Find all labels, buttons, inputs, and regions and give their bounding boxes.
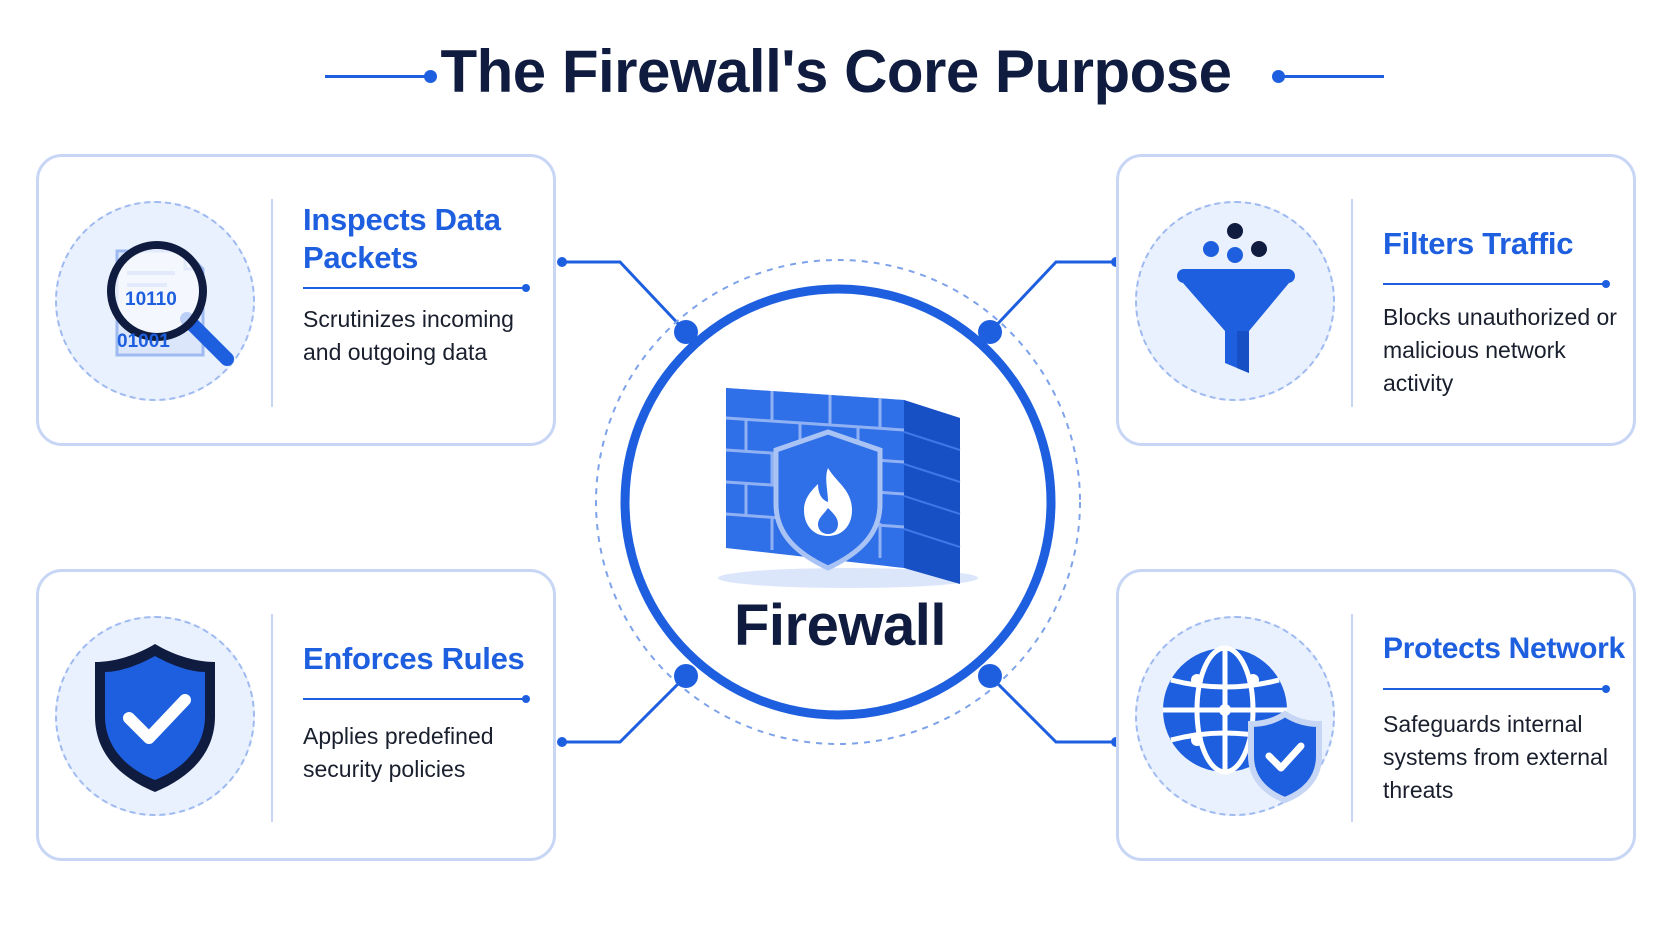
card-protects-network: Protects Network Safeguards internal sys… (1116, 569, 1636, 861)
card-description: Applies predefined security policies (303, 723, 494, 782)
hub-label: Firewall (734, 593, 946, 658)
card-heading: Inspects Data Packets (303, 202, 501, 275)
title-line-right (1284, 75, 1384, 78)
connector-inspects (562, 260, 688, 334)
icon-circle (1135, 616, 1335, 816)
binary-text-bottom: 01001 (117, 331, 170, 352)
card-heading: Enforces Rules (303, 641, 525, 676)
connector-protects (988, 674, 1116, 744)
shield-check-icon (95, 644, 215, 792)
icon-circle (1135, 201, 1335, 401)
heading-underline (1383, 283, 1605, 285)
card-description: Scrutinizes incoming and outgoing data (303, 306, 514, 365)
binary-text-top: 10110 (125, 289, 177, 310)
card-divider (1351, 614, 1353, 822)
icon-circle: 10110 01001 (55, 201, 255, 401)
heading-underline-dot (1602, 280, 1610, 288)
globe-shield-icon (1163, 645, 1322, 804)
heading-underline (1383, 688, 1605, 690)
card-inspects-data-packets: 10110 01001 Inspects Data Packets Scruti… (36, 154, 556, 446)
magnifier-binary-document-icon: 10110 01001 (107, 241, 234, 366)
brick-wall-shield-flame-icon (718, 388, 978, 588)
heading-underline-dot (522, 284, 530, 292)
card-divider (271, 614, 273, 822)
connector-lines (562, 260, 1116, 744)
card-divider (1351, 199, 1353, 407)
card-filters-traffic: Filters Traffic Blocks unauthorized or m… (1116, 154, 1636, 446)
title-line-left (325, 75, 425, 78)
connector-filters (988, 260, 1116, 334)
icon-circle (55, 616, 255, 816)
hub-outer-dashed-ring (595, 259, 1081, 745)
card-enforces-rules: Enforces Rules Applies predefined securi… (36, 569, 556, 861)
card-description: Blocks unauthorized or malicious network… (1383, 304, 1617, 396)
title-dot-right (1272, 70, 1285, 83)
heading-underline (303, 698, 525, 700)
title-dot-left (424, 70, 437, 83)
connector-enforces (562, 674, 688, 744)
card-description: Safeguards internal systems from externa… (1383, 711, 1608, 803)
card-heading: Filters Traffic (1383, 226, 1574, 261)
funnel-icon (1177, 223, 1295, 373)
heading-underline-dot (522, 695, 530, 703)
heading-underline-dot (1602, 685, 1610, 693)
card-divider (271, 199, 273, 407)
heading-underline (303, 287, 525, 289)
page-title: The Firewall's Core Purpose (440, 38, 1233, 105)
card-heading: Protects Network (1383, 632, 1625, 665)
